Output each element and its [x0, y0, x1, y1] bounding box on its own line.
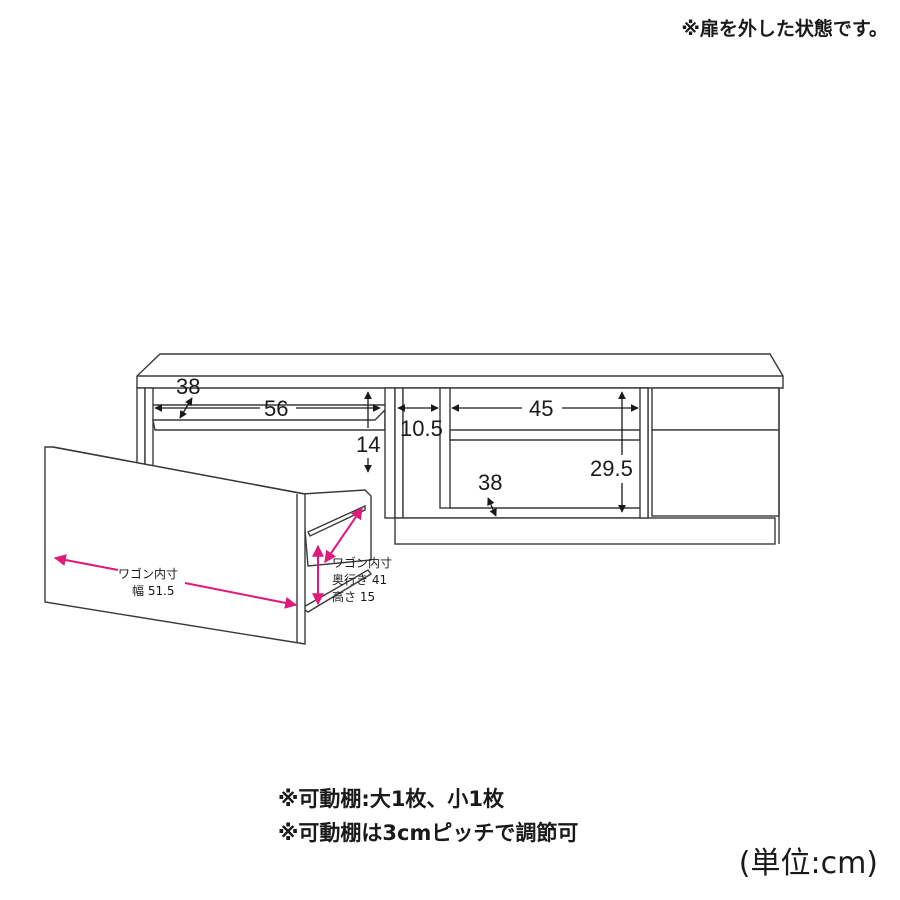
dim-depth-right: [487, 497, 497, 517]
label-height-left: 14: [356, 432, 380, 457]
label-depth-right: 38: [478, 470, 502, 495]
wagon-width-label: 幅 51.5: [132, 583, 175, 598]
drawer-bottom: [651, 429, 780, 517]
label-thickness: 10.5: [400, 416, 443, 441]
drawer-top: [651, 387, 780, 431]
label-width-right: 45: [529, 396, 553, 421]
footer-notes: ※可動棚:大1枚、小1枚 ※可動棚は3cmピッチで調節可: [278, 782, 578, 850]
top-board: [136, 353, 784, 389]
wagon-height-label: 高さ 15: [332, 589, 375, 604]
wagon-width-a: [53, 554, 119, 571]
wagon-front-panel: [44, 446, 306, 645]
dimension-labels: 38 56 14 10.5 45 29.5 38: [176, 374, 633, 495]
center-divider: [384, 387, 396, 519]
wagon-title-front: ワゴン内寸: [118, 566, 178, 581]
label-depth-left: 38: [176, 374, 200, 399]
left-side-panel: [136, 387, 146, 471]
wagon-depth: [324, 507, 363, 563]
right-inner-divider: [439, 387, 451, 509]
note-pitch: ※可動棚は3cmピッチで調節可: [278, 821, 579, 845]
right-shelf: [449, 429, 641, 441]
label-height-right: 29.5: [590, 456, 633, 481]
plinth: [394, 517, 776, 545]
left-inner-panel: [144, 387, 154, 471]
wagon: [44, 446, 373, 645]
unit-label: (単位:cm): [738, 846, 878, 881]
label-width-left: 56: [264, 396, 288, 421]
wagon-depth-label: 奥行き 41: [332, 573, 387, 587]
note-shelves: ※可動棚:大1枚、小1枚: [278, 787, 505, 811]
wagon-dimension-lines: [53, 507, 363, 609]
tv-board: [136, 353, 784, 545]
dimension-lines: [154, 391, 639, 517]
wagon-front-top-edge: [52, 446, 306, 495]
wagon-labels: ワゴン内寸 幅 51.5 ワゴン内寸 奥行き 41 高さ 15: [118, 555, 392, 604]
wagon-width-b: [184, 582, 298, 609]
wagon-side-back: [301, 489, 372, 567]
right-cabinet-side: [639, 387, 649, 519]
header-note: ※扉を外した状態です。: [681, 18, 888, 40]
wagon-title-side: ワゴン内寸: [332, 555, 392, 570]
